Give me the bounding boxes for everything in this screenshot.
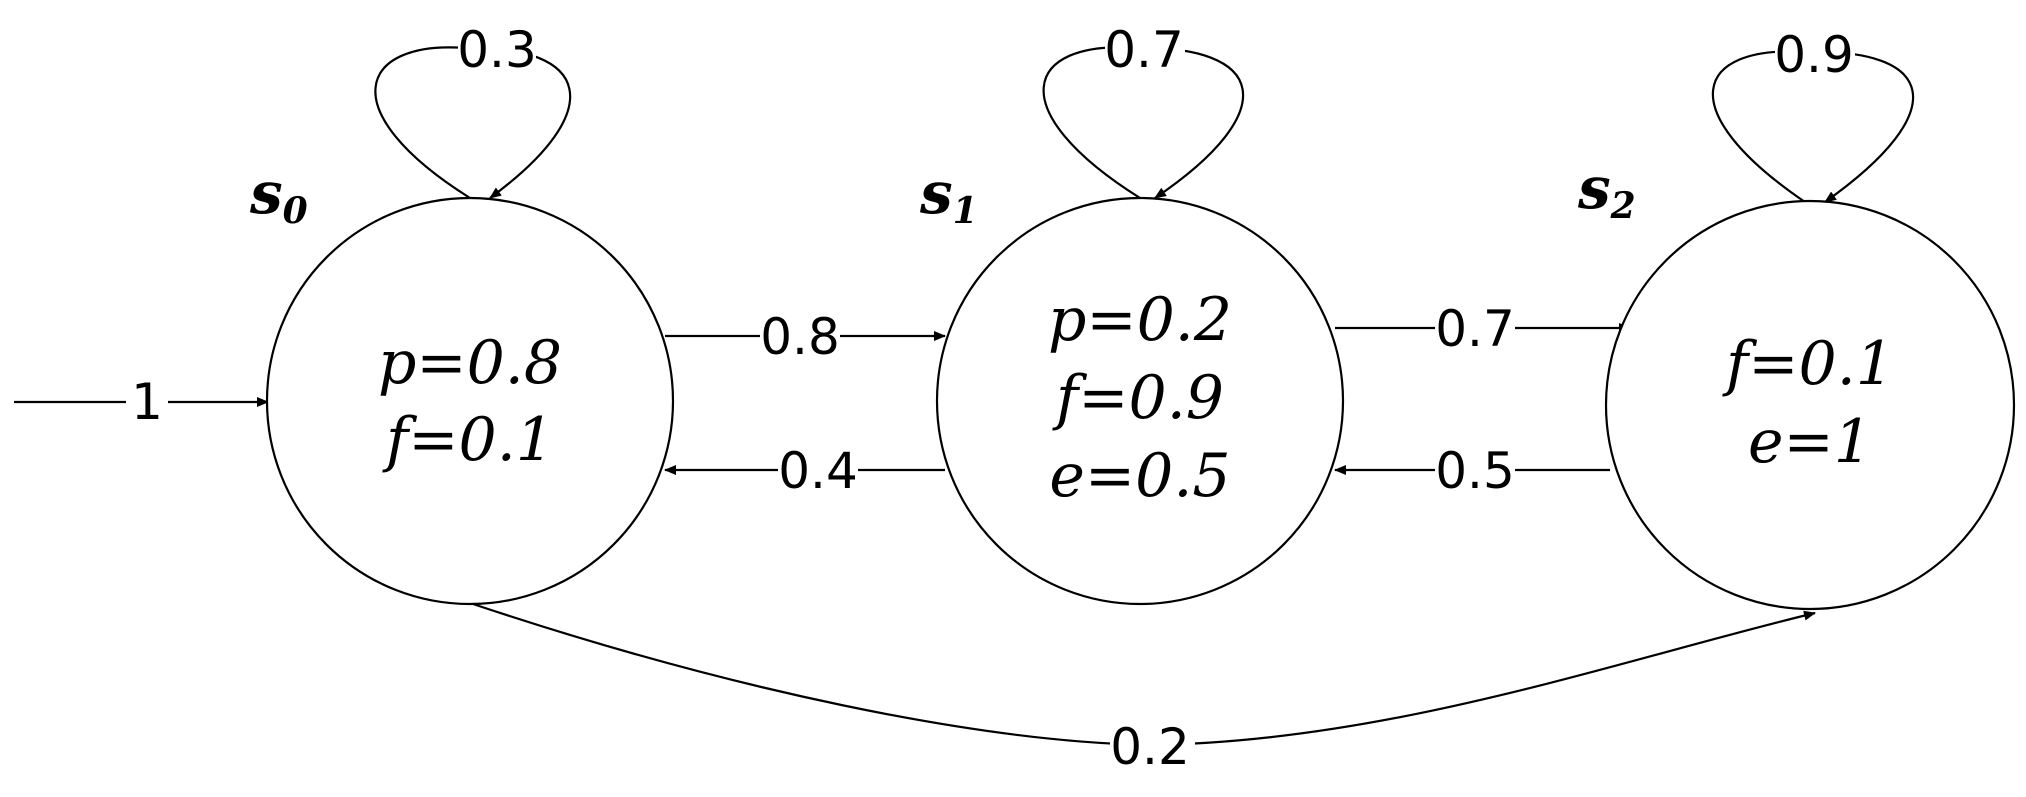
state-s0-name: s0 — [249, 159, 308, 232]
state-s1-circle — [935, 196, 1345, 606]
edge-s0-to-s1-label: 0.8 — [760, 308, 840, 366]
initial-label: 1 — [131, 373, 163, 431]
edge-s2-to-s1-label: 0.5 — [1435, 442, 1515, 500]
state-s2: s2 f=0.1 e=1 — [1577, 154, 2016, 611]
state-s0-label-2: f=0.1 — [382, 405, 554, 475]
self-loop-s0-label: 0.3 — [457, 21, 537, 79]
edge-s0-to-s2-label: 0.2 — [1110, 718, 1190, 776]
state-s2-label-2: e=1 — [1748, 407, 1872, 477]
self-loop-s2-label: 0.9 — [1774, 26, 1854, 84]
state-s0-label-1: p=0.8 — [378, 328, 562, 398]
self-loop-s1-label: 0.7 — [1104, 21, 1184, 79]
state-s1-label-2: f=0.9 — [1052, 363, 1224, 433]
state-s2-label-1: f=0.1 — [1722, 329, 1894, 399]
edge-s1-to-s2-label: 0.7 — [1435, 300, 1515, 358]
state-s0: s0 p=0.8 f=0.1 — [249, 159, 675, 606]
state-s0-circle — [265, 196, 675, 606]
state-s1: s1 p=0.2 f=0.9 e=0.5 — [919, 159, 1345, 606]
state-s1-name: s1 — [919, 159, 978, 232]
state-s1-label-3: e=0.5 — [1049, 441, 1230, 511]
edge-s1-to-s0-label: 0.4 — [778, 442, 858, 500]
state-s1-label-1: p=0.2 — [1048, 285, 1232, 355]
state-s2-name: s2 — [1577, 154, 1636, 227]
state-s2-circle — [1604, 199, 2016, 611]
